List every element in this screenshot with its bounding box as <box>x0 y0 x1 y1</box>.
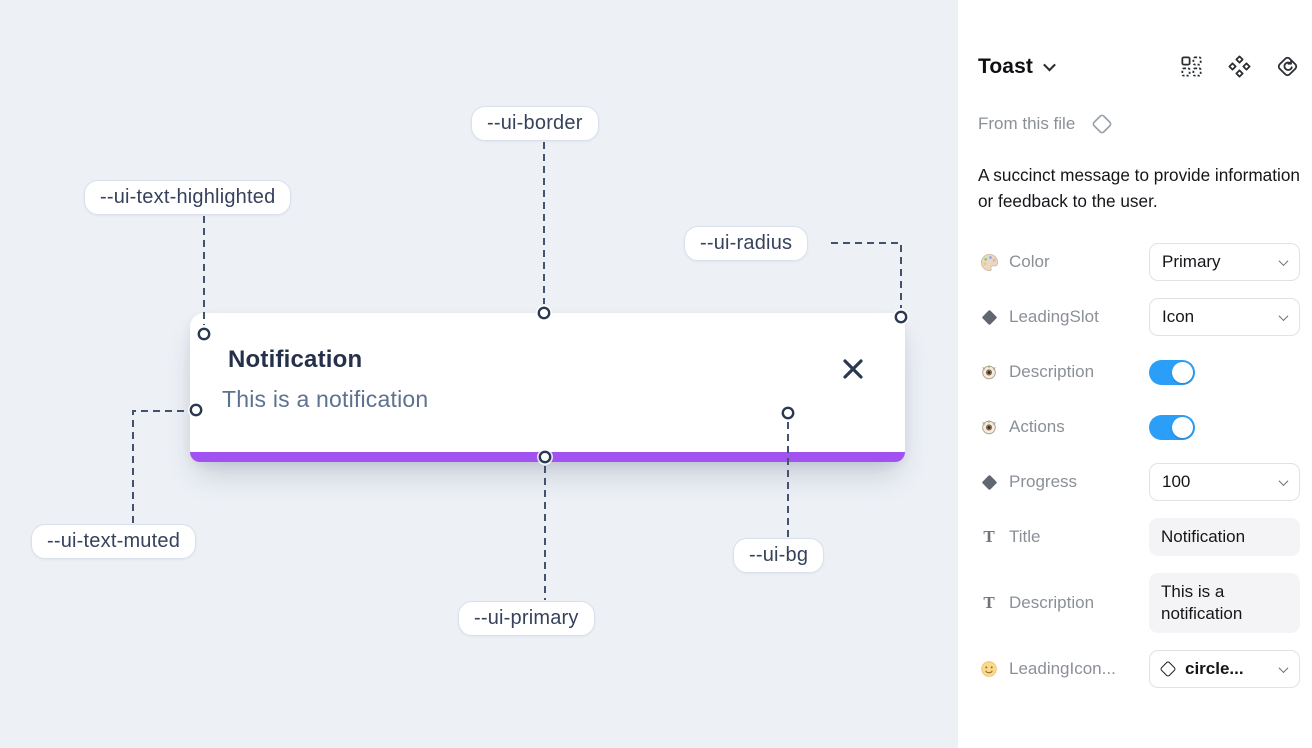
var-label-ui-radius[interactable]: --ui-radius <box>684 226 809 261</box>
close-button[interactable] <box>841 357 865 381</box>
swap-instance-icon[interactable] <box>1275 54 1300 79</box>
prop-row-actions-toggle: Actions <box>978 408 1300 446</box>
prop-row-leadingicon: LeadingIcon... circle... <box>978 650 1300 688</box>
toggle-knob <box>1172 416 1193 438</box>
connector-text-muted <box>132 410 186 523</box>
var-label-ui-text-muted[interactable]: --ui-text-muted <box>31 524 197 559</box>
component-title: Toast <box>978 54 1033 78</box>
property-list: Color Primary LeadingSlot Icon <box>978 243 1300 688</box>
toast-component[interactable]: Notification This is a notification <box>190 313 905 462</box>
prop-row-progress: Progress 100 <box>978 463 1300 501</box>
diamond-outline-icon <box>1092 114 1112 134</box>
actions-toggle[interactable] <box>1149 414 1195 440</box>
prop-label-color: Color <box>1009 252 1050 271</box>
properties-panel: Toast From this file <box>958 0 1312 748</box>
color-select-value: Primary <box>1162 252 1221 271</box>
progress-select-value: 100 <box>1162 472 1191 491</box>
prop-label-description-text: Description <box>1009 593 1095 612</box>
diamond-icon <box>978 309 1000 325</box>
color-select[interactable]: Primary <box>1149 243 1300 281</box>
source-label: From this file <box>978 114 1076 133</box>
text-icon: T <box>983 593 995 612</box>
prop-label-progress: Progress <box>1009 472 1078 491</box>
prop-row-leadingslot: LeadingSlot Icon <box>978 298 1300 336</box>
prop-row-description-text: T Description This is a notification <box>978 573 1300 633</box>
leadingicon-select-value: circle... <box>1185 659 1244 678</box>
title-field[interactable]: Notification <box>1149 518 1300 556</box>
diamond-outline-icon <box>1159 660 1177 678</box>
toggle-knob <box>1172 361 1193 383</box>
canvas: Notification This is a notification --ui… <box>0 0 958 748</box>
component-icon[interactable] <box>1227 54 1252 79</box>
description-field[interactable]: This is a notification <box>1149 573 1300 633</box>
text-icon: T <box>983 527 995 546</box>
prop-row-color: Color Primary <box>978 243 1300 281</box>
toast-title: Notification <box>228 346 363 373</box>
var-label-ui-border[interactable]: --ui-border <box>471 106 599 141</box>
connector-radius <box>831 242 902 308</box>
leadingslot-select[interactable]: Icon <box>1149 298 1300 336</box>
diamond-icon <box>978 474 1000 490</box>
component-description: A succinct message to provide informatio… <box>978 165 1300 211</box>
prop-label-leadingicon: LeadingIcon... <box>1009 659 1116 678</box>
smiley-icon <box>978 660 1000 678</box>
palette-icon <box>978 253 1000 272</box>
chevron-down-icon <box>1278 255 1289 266</box>
var-label-ui-primary[interactable]: --ui-primary <box>458 601 595 636</box>
panel-header: Toast <box>978 54 1300 79</box>
leadingslot-select-value: Icon <box>1162 307 1195 326</box>
prop-label-actions: Actions <box>1009 417 1065 436</box>
description-toggle[interactable] <box>1149 359 1195 385</box>
progress-bar <box>190 452 905 462</box>
source-row: From this file <box>978 111 1300 137</box>
var-label-ui-bg[interactable]: --ui-bg <box>733 538 825 573</box>
close-icon <box>843 359 863 379</box>
chevron-down-icon <box>1278 310 1289 321</box>
toast-description: This is a notification <box>222 386 429 412</box>
chevron-down-icon <box>1278 475 1289 486</box>
prop-label-title: Title <box>1009 527 1041 546</box>
dashed-grid-icon[interactable] <box>1179 54 1204 79</box>
prop-row-description-toggle: Description <box>978 353 1300 391</box>
prop-row-title: T Title Notification <box>978 518 1300 556</box>
eye-icon <box>978 418 1000 436</box>
progress-select[interactable]: 100 <box>1149 463 1300 501</box>
prop-label-leadingslot: LeadingSlot <box>1009 307 1099 326</box>
chevron-down-icon[interactable] <box>1043 58 1056 72</box>
leadingicon-select[interactable]: circle... <box>1149 650 1300 688</box>
var-label-ui-text-highlighted[interactable]: --ui-text-highlighted <box>84 180 292 215</box>
chevron-down-icon <box>1278 662 1289 673</box>
prop-label-description: Description <box>1009 362 1095 381</box>
eye-icon <box>978 363 1000 381</box>
